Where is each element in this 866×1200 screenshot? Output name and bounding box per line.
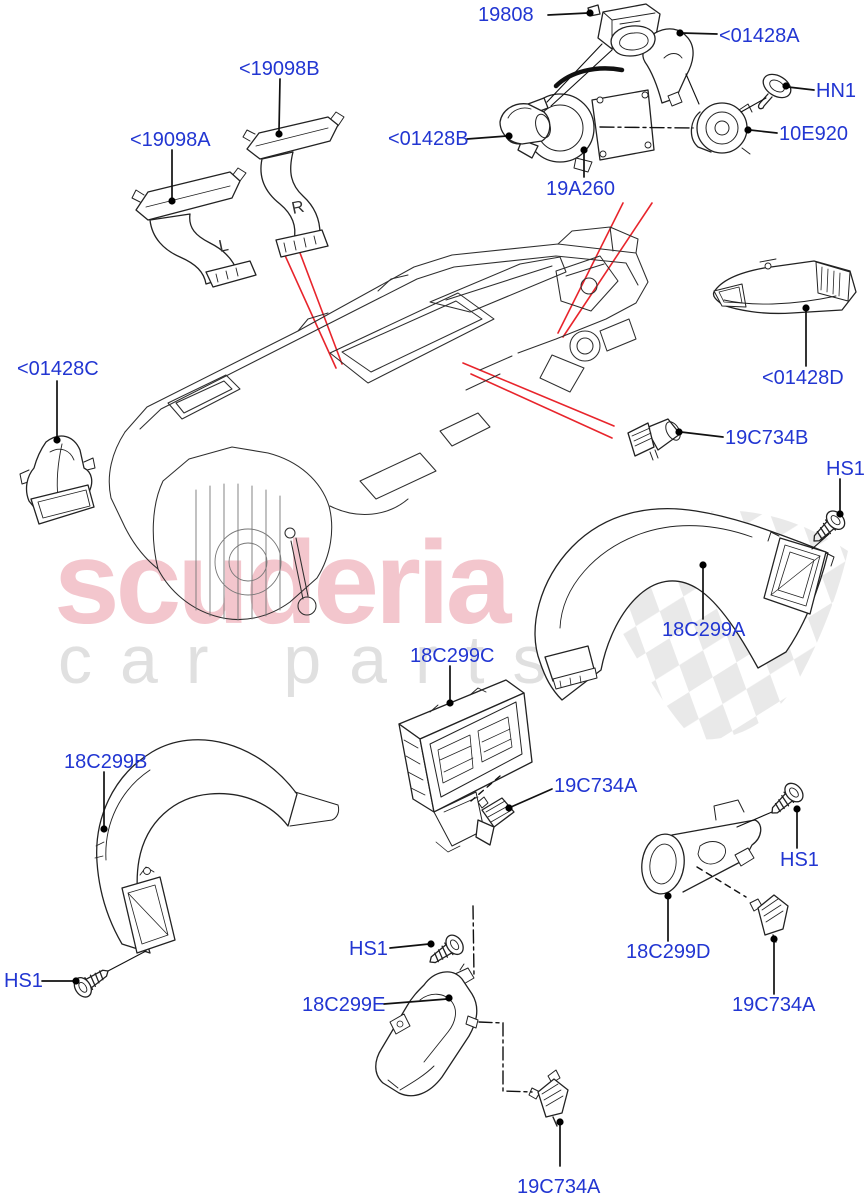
leader-dots bbox=[53, 9, 844, 1126]
label-01428b: <01428B bbox=[388, 128, 469, 150]
screw-hs1-right bbox=[764, 779, 808, 822]
demister-duct-left-19098a: L bbox=[131, 167, 257, 288]
blower-10e920 bbox=[690, 102, 753, 155]
duct-18c299d bbox=[641, 799, 762, 895]
label-01428a: <01428A bbox=[719, 25, 800, 47]
watermark-brand: scuderia bbox=[54, 517, 511, 649]
label-18c299b: 18C299B bbox=[64, 751, 148, 773]
duct-18c299b bbox=[94, 739, 340, 954]
label-19c734a-center: 19C734A bbox=[554, 775, 638, 797]
label-19c734b: 19C734B bbox=[725, 427, 809, 449]
label-18c299a: 18C299A bbox=[662, 619, 746, 641]
defroster-flow-stroke bbox=[553, 66, 625, 89]
label-18c299c: 18C299C bbox=[410, 645, 495, 667]
label-hs1-top-right: HS1 bbox=[826, 458, 865, 480]
label-10e920: 10E920 bbox=[779, 123, 848, 145]
grommet-hn1 bbox=[757, 73, 792, 110]
duct-18c299a bbox=[534, 508, 835, 701]
duct-01428d bbox=[712, 258, 857, 315]
vent-18c299c bbox=[398, 679, 533, 853]
screw-hs1-bottom-center bbox=[423, 931, 468, 972]
label-18c299d: 18C299D bbox=[626, 941, 711, 963]
label-hn1: HN1 bbox=[816, 80, 857, 102]
dashboard-assembly bbox=[108, 226, 649, 621]
label-hs1-bottom-left: HS1 bbox=[4, 970, 43, 992]
label-19c734a-bottom: 19C734A bbox=[517, 1176, 601, 1198]
label-18c299e: 18C299E bbox=[302, 994, 386, 1016]
label-19098a: <19098A bbox=[130, 129, 211, 151]
label-19098b: <19098B bbox=[239, 58, 320, 80]
label-hs1-bottom-center: HS1 bbox=[349, 938, 388, 960]
duct-01428c bbox=[19, 435, 96, 525]
label-19a260: 19A260 bbox=[546, 178, 615, 200]
leader-lines bbox=[41, 12, 841, 1167]
watermark-tagline: car parts bbox=[58, 622, 575, 698]
label-01428c: <01428C bbox=[17, 358, 99, 380]
duct-marking-right: R bbox=[290, 197, 306, 218]
sensor-19c734b bbox=[627, 418, 681, 461]
sensor-19c734a-center bbox=[475, 796, 515, 846]
housing-19a260 bbox=[504, 89, 655, 173]
label-19808: 19808 bbox=[478, 4, 534, 26]
demister-duct-right-19098b: R bbox=[242, 111, 345, 258]
label-01428d: <01428D bbox=[762, 367, 844, 389]
duct-marking-left: L bbox=[217, 235, 230, 256]
connector-19c734a-bottom bbox=[528, 1069, 569, 1127]
duct-18c299e bbox=[375, 963, 479, 1097]
label-19c734a-right: 19C734A bbox=[732, 994, 816, 1016]
red-reference-lines bbox=[282, 202, 653, 439]
connector-19c734a-right bbox=[749, 894, 789, 943]
label-hs1-right: HS1 bbox=[780, 849, 819, 871]
